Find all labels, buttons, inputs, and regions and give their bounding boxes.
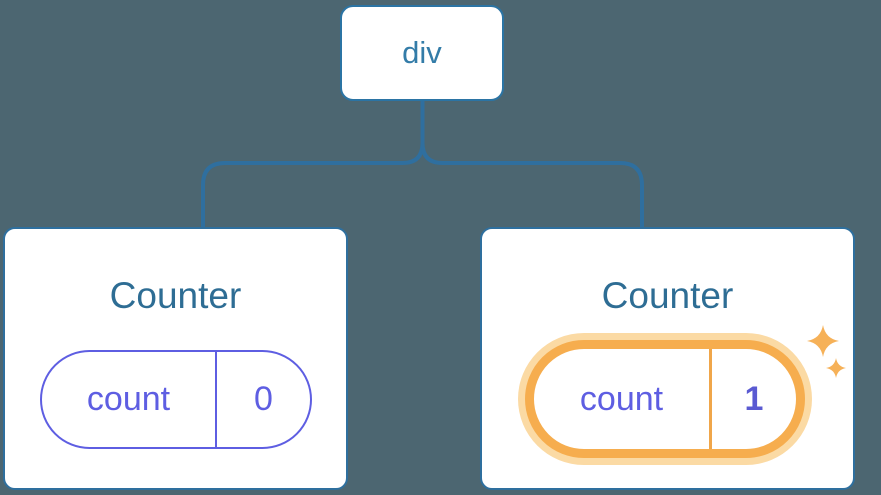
counter-card-right: Counter count 1 (480, 227, 855, 490)
root-node-label: div (402, 35, 442, 70)
connector-left-branch (201, 101, 425, 227)
state-name-label: count (42, 352, 217, 447)
state-value: 1 (744, 379, 764, 418)
state-name-label: count (534, 349, 712, 449)
state-value: 0 (254, 380, 273, 418)
state-pill-highlighted: count 1 (525, 340, 805, 458)
counter-title: Counter (601, 275, 734, 316)
sparkle-small-icon (826, 358, 846, 378)
counter-title: Counter (109, 275, 242, 316)
root-node-div: div (340, 5, 504, 101)
connector-right-branch (420, 101, 644, 227)
sparkle-large-icon (807, 325, 839, 357)
state-pill: count 0 (40, 350, 312, 449)
counter-card-left: Counter count 0 (3, 227, 348, 490)
